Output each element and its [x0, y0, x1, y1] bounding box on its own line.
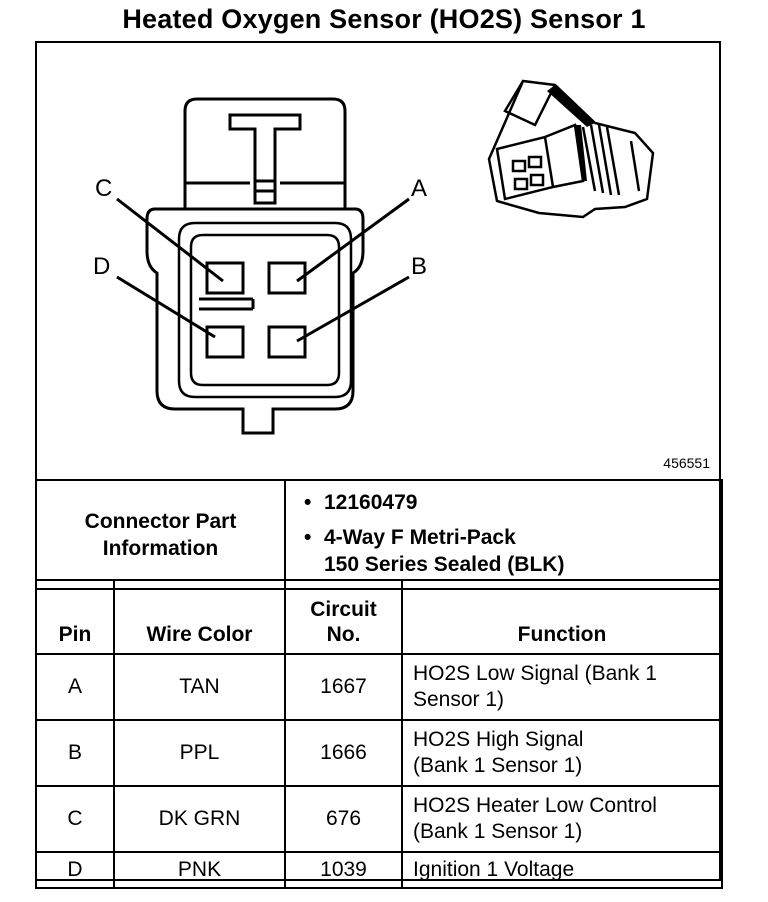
connector-info-label-line2: Information	[102, 536, 219, 560]
table-row: A TAN 1667 HO2S Low Signal (Bank 1 Senso…	[35, 653, 723, 721]
cell-function: Ignition 1 Voltage	[401, 851, 723, 889]
cell-function: HO2S High Signal (Bank 1 Sensor 1)	[401, 719, 723, 787]
cell-pin: A	[35, 653, 115, 721]
cell-wire-color: PNK	[113, 851, 286, 889]
header-wire-color: Wire Color	[113, 579, 286, 655]
connector-info-item: • 12160479	[304, 489, 721, 516]
cell-circuit: 676	[284, 785, 403, 853]
cell-circuit: 1666	[284, 719, 403, 787]
connector-info-table: Connector Part Information • 12160479 • …	[35, 479, 723, 590]
connector-info-item: • 4-Way F Metri-Pack	[304, 524, 721, 551]
pin-table: Pin Wire Color Circuit No. Function A TA…	[35, 579, 723, 889]
pin-label-b: B	[411, 253, 428, 280]
pin-label-c: C	[95, 175, 113, 202]
table-row: B PPL 1666 HO2S High Signal (Bank 1 Sens…	[35, 719, 723, 787]
header-circuit-line1: Circuit	[310, 598, 377, 621]
bullet: •	[304, 526, 312, 549]
pin-label-d: D	[93, 253, 111, 280]
pin-table-header: Pin Wire Color Circuit No. Function	[35, 579, 723, 655]
connector-info-label-line1: Connector Part	[84, 509, 237, 533]
cell-function-line2: (Bank 1 Sensor 1)	[413, 754, 583, 777]
cell-function-line2: (Bank 1 Sensor 1)	[413, 820, 583, 843]
connector-info-list: • 12160479 • 4-Way F Metri-Pack 150 Seri…	[284, 479, 723, 590]
cell-circuit: 1039	[284, 851, 403, 889]
connector-type: 4-Way F Metri-Pack	[324, 526, 516, 549]
pin-label-a: A	[411, 175, 428, 202]
cell-wire-color: PPL	[113, 719, 286, 787]
connector-face-drawing	[116, 79, 655, 435]
cell-function-line1: HO2S High Signal	[413, 728, 584, 751]
cell-function-line1: HO2S Heater Low Control	[413, 794, 657, 817]
connector-diagram: C A D B	[35, 41, 721, 479]
header-circuit-line2: No.	[326, 623, 361, 646]
cell-function: HO2S Heater Low Control (Bank 1 Sensor 1…	[401, 785, 723, 853]
cell-wire-color: TAN	[113, 653, 286, 721]
table-row: D PNK 1039 Ignition 1 Voltage	[35, 851, 723, 889]
figure-number: 456551	[663, 455, 710, 471]
cell-function-line1: Ignition 1 Voltage	[413, 858, 575, 881]
header-circuit: Circuit No.	[284, 579, 403, 655]
connector-series: 150 Series Sealed (BLK)	[324, 553, 565, 576]
part-number: 12160479	[324, 491, 418, 514]
cell-function-line2: Sensor 1)	[413, 688, 505, 711]
cell-pin: B	[35, 719, 115, 787]
connector-info-label: Connector Part Information	[35, 479, 286, 590]
cell-pin: C	[35, 785, 115, 853]
cell-wire-color: DK GRN	[113, 785, 286, 853]
bullet: •	[304, 491, 312, 514]
header-pin: Pin	[35, 579, 115, 655]
cell-function-line1: HO2S Low Signal (Bank 1	[413, 662, 657, 685]
table-row: C DK GRN 676 HO2S Heater Low Control (Ba…	[35, 785, 723, 853]
cell-function: HO2S Low Signal (Bank 1 Sensor 1)	[401, 653, 723, 721]
cell-circuit: 1667	[284, 653, 403, 721]
page-title: Heated Oxygen Sensor (HO2S) Sensor 1	[122, 4, 646, 34]
cell-pin: D	[35, 851, 115, 889]
header-function: Function	[401, 579, 723, 655]
